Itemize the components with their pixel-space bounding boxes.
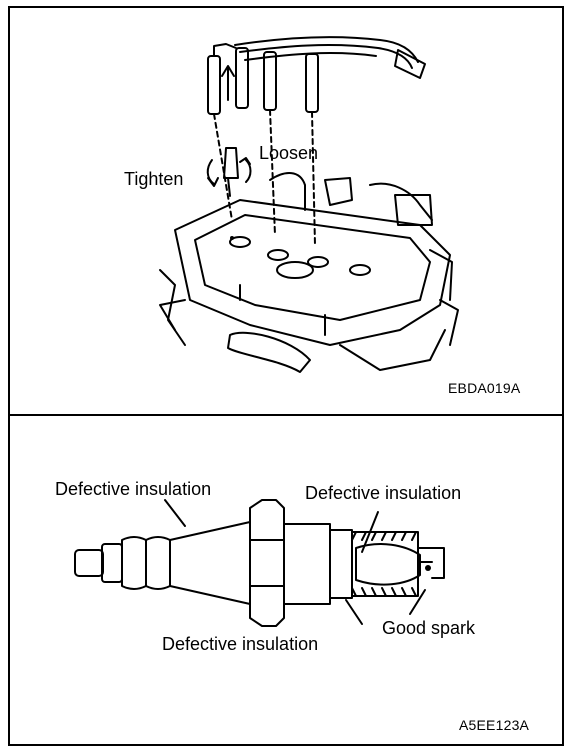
good-spark-label: Good spark: [382, 618, 476, 638]
figure-frame: [8, 6, 564, 746]
defective-insulation-left-label: Defective insulation: [55, 479, 212, 499]
loosen-label: Loosen: [259, 143, 319, 163]
bottom-figure-code: A5EE123A: [459, 717, 530, 733]
defective-insulation-right-label: Defective insulation: [305, 483, 462, 503]
defective-insulation-bottom-label: Defective insulation: [162, 634, 319, 654]
panel-divider: [8, 414, 564, 416]
top-figure-code: EBDA019A: [448, 380, 521, 396]
tighten-label: Tighten: [124, 169, 184, 189]
